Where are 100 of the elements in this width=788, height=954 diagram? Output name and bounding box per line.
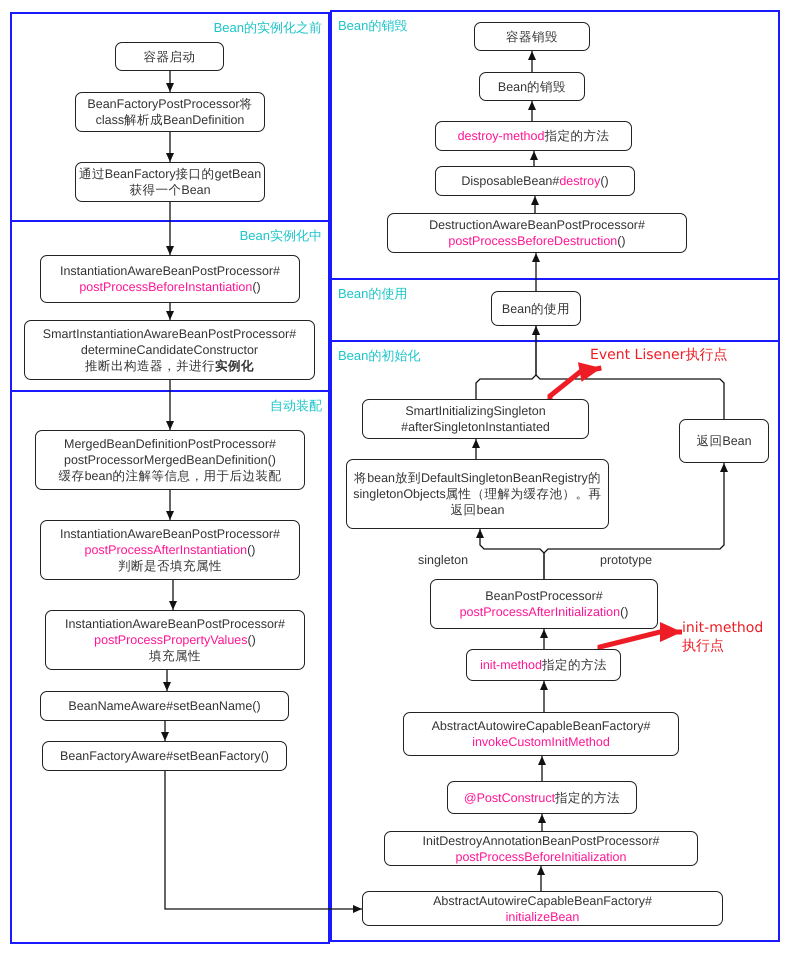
box-label: 将bean放到DefaultSingletonBeanRegistry的singletonObjects属性（理解为缓存池）。再返回bean <box>352 470 603 518</box>
arrow <box>166 380 174 430</box>
process-box <box>40 520 300 580</box>
process-box <box>115 42 224 71</box>
box-label: AbstractAutowireCapableBeanFactory# <box>433 892 652 908</box>
box-label: DestructionAwareBeanPostProcessor# <box>429 217 645 233</box>
arrow <box>166 132 174 162</box>
process-box <box>491 291 581 326</box>
arrow <box>537 866 545 891</box>
box-label: destroy-method指定的方法 <box>458 128 610 144</box>
box-label: BeanNameAware#setBeanName() <box>68 698 261 714</box>
arrow <box>532 326 725 419</box>
process-box <box>474 22 590 51</box>
section-heading: Bean的实例化之前 <box>214 19 322 37</box>
box-label: InstantiationAwareBeanPostProcessor# <box>60 526 280 542</box>
box-label: AbstractAutowireCapableBeanFactory# <box>432 718 650 734</box>
callout-arrow <box>598 622 682 650</box>
arrow <box>543 463 728 579</box>
box-label: 容器启动 <box>144 48 196 64</box>
box-label: InitDestroyAnnotationBeanPostProcessor# <box>422 832 660 848</box>
arrow <box>540 681 548 712</box>
box-label: postProcessBeforeInitialization <box>456 848 626 864</box>
process-box <box>435 166 635 196</box>
box-label: 容器销毁 <box>506 28 558 44</box>
arrow <box>540 629 548 649</box>
arrow <box>163 670 171 691</box>
section-heading: 自动装配 <box>270 397 322 415</box>
section-panel <box>10 390 330 944</box>
arrow <box>531 196 539 213</box>
box-label: postProcessAfterInstantiation() <box>84 542 256 558</box>
box-label: InstantiationAwareBeanPostProcessor# <box>64 616 286 632</box>
arrow <box>169 580 177 610</box>
box-label: MergedBeanDefinitionPostProcessor# <box>64 436 276 452</box>
arrow <box>532 253 540 291</box>
box-label: invokeCustomInitMethod <box>472 734 610 750</box>
process-box <box>447 781 637 814</box>
process-box <box>362 891 723 926</box>
box-label: Bean的销毁 <box>498 78 566 94</box>
box-label: determineCandidateConstructor <box>80 342 258 358</box>
arrow <box>538 814 546 831</box>
box-label: init-method指定的方法 <box>480 657 607 673</box>
section-panel <box>10 220 330 392</box>
box-label: InstantiationAwareBeanPostProcessor# <box>60 263 280 279</box>
box-label: @PostConstruct指定的方法 <box>464 790 620 806</box>
process-box <box>75 92 265 132</box>
box-label: postProcessPropertyValues() <box>94 632 256 648</box>
process-box <box>45 610 305 670</box>
box-label: BeanFactoryPostProcessor将class解析成BeanDefinition <box>86 96 254 128</box>
arrow <box>472 439 480 459</box>
process-box <box>40 691 289 721</box>
box-label: BeanFactoryAware#setBeanFactory() <box>60 748 269 764</box>
box-label: 缓存bean的注解等信息，用于后边装配 <box>58 468 282 484</box>
arrow <box>166 303 174 320</box>
section-panel <box>10 12 330 222</box>
process-box <box>403 712 679 756</box>
arrow <box>530 151 538 166</box>
callout-arrow <box>548 362 602 399</box>
box-label: Bean的使用 <box>502 300 570 316</box>
section-heading: Bean的使用 <box>338 285 408 303</box>
box-label: SmartInstantiationAwareBeanPostProcessor# <box>42 326 296 342</box>
process-box <box>466 649 621 681</box>
section-heading: Bean的销毁 <box>338 17 408 35</box>
process-box <box>435 121 632 151</box>
callout-text: Event Lisener执行点 <box>590 346 730 368</box>
edge-label: prototype <box>600 553 652 567</box>
process-box <box>384 831 698 866</box>
box-label: 返回Bean <box>696 433 752 449</box>
arrow <box>164 771 362 913</box>
arrow <box>161 721 169 741</box>
box-label: SmartInitializingSingleton #afterSingletonInstantiated <box>400 403 551 435</box>
process-box <box>430 579 658 629</box>
edge-label: singleton <box>418 553 468 567</box>
section-heading: Bean的初始化 <box>338 347 420 365</box>
arrow <box>166 71 174 92</box>
section-heading: Bean实例化中 <box>240 227 322 245</box>
box-label: postProcessorMergedBeanDefinition() <box>64 452 276 468</box>
box-label: BeanPostProcessor# <box>485 588 603 604</box>
arrow <box>166 490 174 520</box>
box-label: 填充属性 <box>149 648 201 664</box>
arrow <box>538 756 546 781</box>
process-box <box>362 399 589 439</box>
arrow <box>528 51 536 72</box>
process-box <box>35 430 305 490</box>
box-label: initializeBean <box>506 908 580 924</box>
process-box <box>479 72 585 101</box>
box-label: postProcessAfterInitialization() <box>460 604 628 620</box>
arrow <box>166 202 174 255</box>
box-label: 推断出构造器，并进行实例化 <box>85 358 254 374</box>
arrow <box>528 101 536 121</box>
process-box <box>42 741 287 771</box>
callout-text: init-method 执行点 <box>682 619 772 657</box>
section-panel <box>330 278 780 342</box>
process-box <box>346 459 609 529</box>
section-panel <box>330 10 780 280</box>
process-box <box>679 419 769 463</box>
box-label: 通过BeanFactory接口的getBean获得一个Bean <box>78 166 262 198</box>
box-label: postProcessBeforeInstantiation() <box>79 279 261 295</box>
process-box <box>24 320 315 380</box>
box-label: DisposableBean#destroy() <box>461 173 609 189</box>
section-panel <box>330 340 780 942</box>
